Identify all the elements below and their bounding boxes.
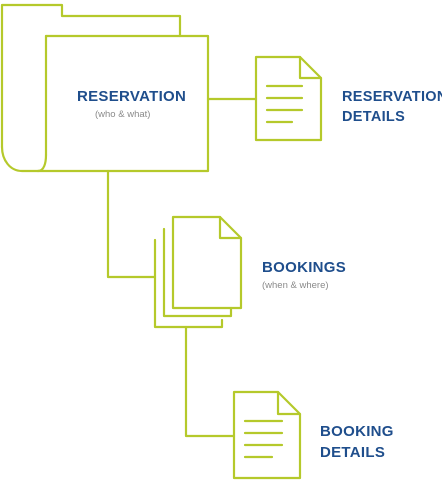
reservation-details-label: RESERVATION DETAILS <box>342 87 442 127</box>
reservation-details-line1: RESERVATION <box>342 89 442 105</box>
document-icon <box>254 55 323 142</box>
document-icon <box>232 390 302 480</box>
bookings-title: BOOKINGS <box>262 259 347 276</box>
booking-details-line1: BOOKING <box>320 423 394 440</box>
reservation-title: RESERVATION <box>77 88 187 105</box>
booking-details-label: BOOKING DETAILS <box>320 421 394 463</box>
booking-details-line2: DETAILS <box>320 444 386 461</box>
connector-lines <box>106 97 258 438</box>
documents-stack-icon <box>153 215 243 329</box>
reservation-details-line2: DETAILS <box>342 109 406 125</box>
bookings-subtitle: (when & where) <box>262 280 329 291</box>
folder-icon <box>0 3 210 173</box>
reservation-subtitle: (who & what) <box>95 109 151 120</box>
